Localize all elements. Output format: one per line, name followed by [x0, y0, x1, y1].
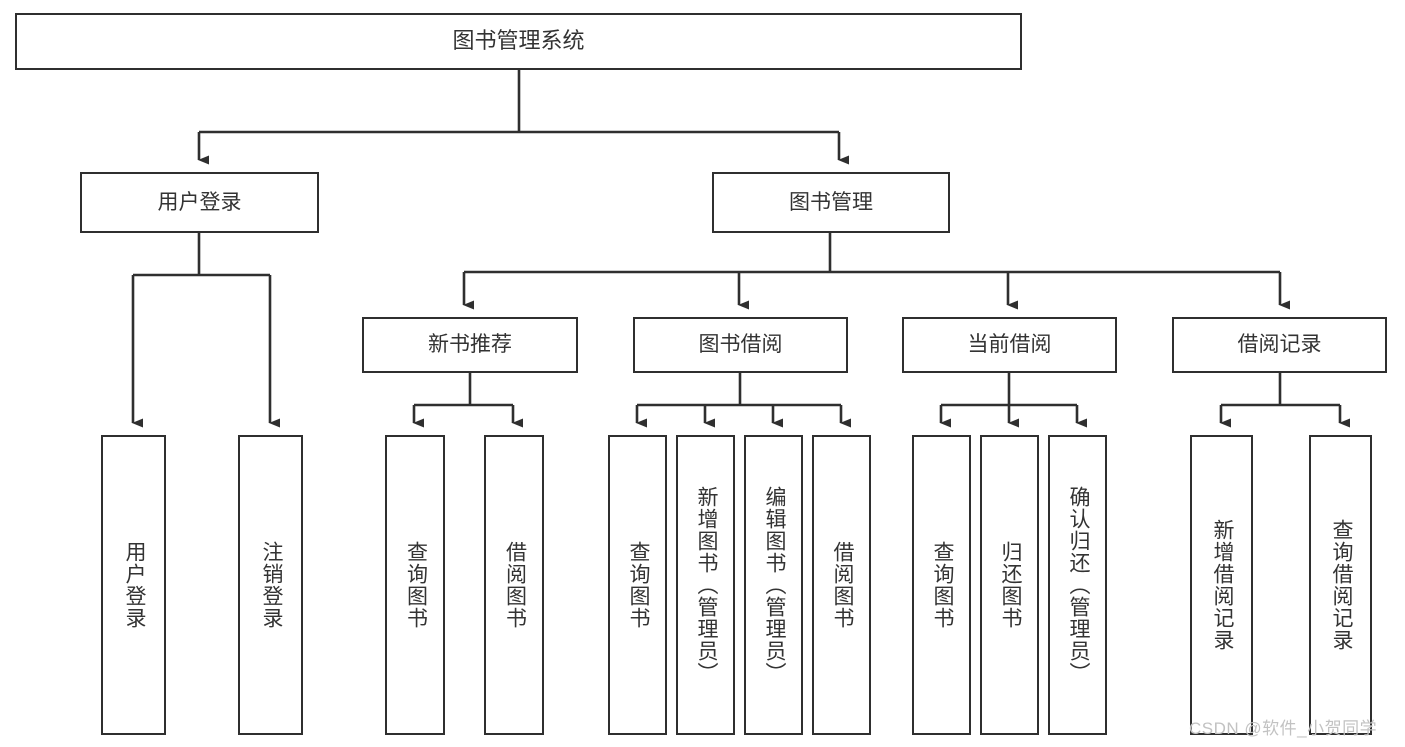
leaf-book-borrow-borrow[interactable]: 借阅图书: [812, 435, 871, 735]
node-label: 新书推荐: [428, 333, 512, 357]
node-new-book-recommend[interactable]: 新书推荐: [362, 317, 578, 373]
node-label: 编辑图书（管理员）: [762, 486, 786, 684]
leaf-current-borrow-return[interactable]: 归还图书: [980, 435, 1039, 735]
node-label: 用户登录: [157, 190, 242, 214]
leaf-book-borrow-query[interactable]: 查询图书: [608, 435, 667, 735]
node-label: 确认归还（管理员）: [1066, 486, 1090, 684]
leaf-new-book-borrow[interactable]: 借阅图书: [484, 435, 544, 735]
leaf-new-book-query[interactable]: 查询图书: [385, 435, 445, 735]
node-label: 图书借阅: [698, 333, 783, 357]
leaf-book-borrow-add[interactable]: 新增图书（管理员）: [676, 435, 735, 735]
node-label: 图书管理: [789, 190, 873, 214]
leaf-current-borrow-query[interactable]: 查询图书: [912, 435, 971, 735]
node-label: 当前借阅: [967, 333, 1052, 357]
node-label: 图书管理系统: [452, 28, 585, 54]
leaf-book-borrow-edit[interactable]: 编辑图书（管理员）: [744, 435, 803, 735]
leaf-borrow-record-add[interactable]: 新增借阅记录: [1190, 435, 1253, 735]
node-label: 查询图书: [626, 541, 650, 629]
node-label: 查询借阅记录: [1329, 519, 1353, 651]
node-user-login[interactable]: 用户登录: [80, 172, 319, 233]
node-label: 借阅图书: [830, 541, 854, 629]
node-label: 新增借阅记录: [1210, 519, 1234, 651]
leaf-borrow-record-query[interactable]: 查询借阅记录: [1309, 435, 1372, 735]
leaf-user-login-login[interactable]: 用户登录: [101, 435, 166, 735]
node-label: 借阅记录: [1237, 333, 1322, 357]
node-label: 归还图书: [998, 541, 1022, 629]
node-label: 用户登录: [122, 541, 146, 629]
node-book-management[interactable]: 图书管理: [712, 172, 950, 233]
leaf-user-login-logout[interactable]: 注销登录: [238, 435, 303, 735]
node-label: 借阅图书: [503, 541, 527, 629]
node-label: 注销登录: [259, 541, 283, 629]
node-label: 新增图书（管理员）: [694, 486, 718, 684]
node-borrow-record[interactable]: 借阅记录: [1172, 317, 1387, 373]
node-root-system[interactable]: 图书管理系统: [15, 13, 1022, 70]
node-book-borrow[interactable]: 图书借阅: [633, 317, 848, 373]
csdn-watermark: CSDN @软件_小贺同学: [1189, 719, 1378, 738]
node-label: 查询图书: [404, 541, 428, 629]
leaf-current-borrow-confirm-return[interactable]: 确认归还（管理员）: [1048, 435, 1107, 735]
node-label: 查询图书: [930, 541, 954, 629]
node-current-borrow[interactable]: 当前借阅: [902, 317, 1117, 373]
